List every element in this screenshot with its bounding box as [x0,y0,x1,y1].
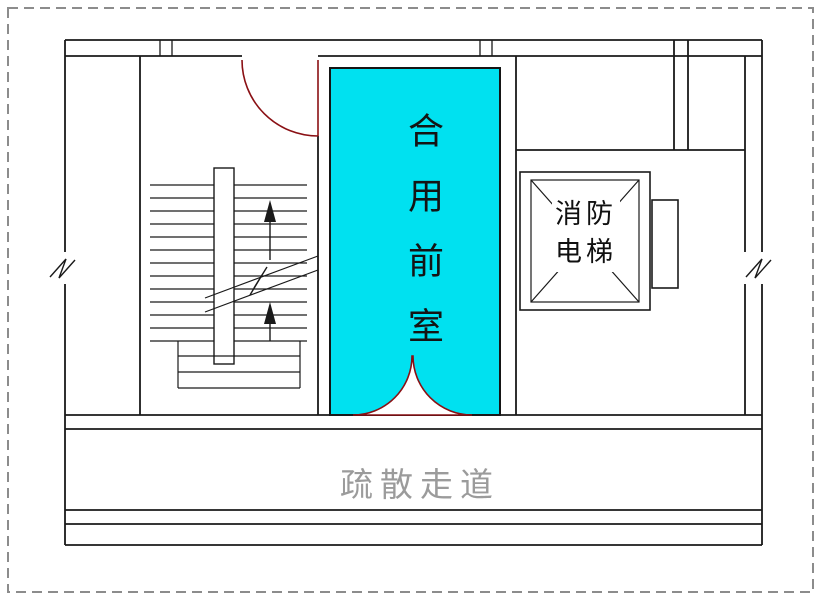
door-swing-arc [241,59,319,137]
wall-lines [64,39,763,546]
double-door-arch [352,355,473,416]
door-top [241,59,319,137]
walls [64,39,763,546]
column-tick-marks [159,40,493,56]
stairwell [150,167,319,389]
stair-arrow-up-icon [264,200,276,222]
stair-arrow-down-icon [264,302,276,324]
elevator-counterweight-box [651,199,679,289]
dashed-border [7,7,814,593]
elevator-inner-box [530,179,640,303]
evacuation-corridor-label: 疏散走道 [340,465,500,504]
break-symbol-right-icon [745,258,772,279]
fire-elevator-label: 消防 电梯 [534,196,638,272]
fire-elevator-label-line1: 消防 [552,196,620,234]
wall-break-symbols [49,258,772,279]
front-room-label: 合用前室 [402,112,443,372]
break-symbol-left-icon [49,258,76,279]
stair-handrail [213,167,235,365]
elevator-outer-box [519,171,651,311]
fire-elevator-shaft [519,171,679,311]
stair-break-zigzag [249,266,268,296]
stair-landing-steps [177,341,301,389]
fire-elevator-label-line2: 电梯 [552,234,620,272]
